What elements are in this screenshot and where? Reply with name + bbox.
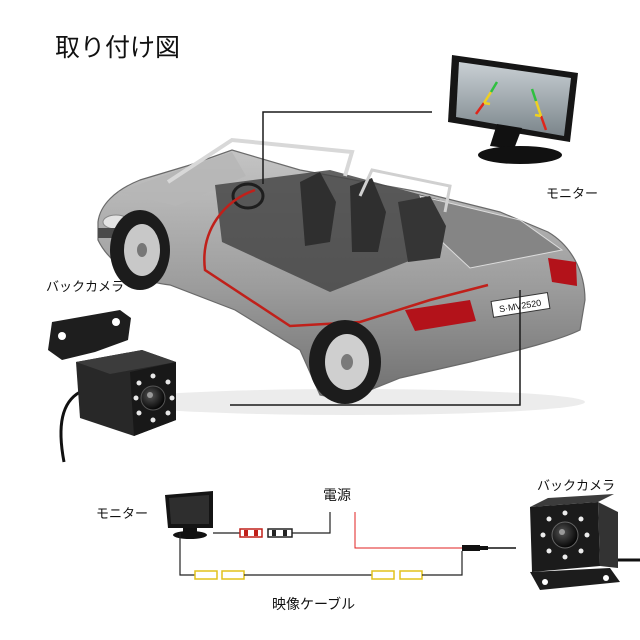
front-wheel bbox=[110, 210, 170, 290]
monitor-icon bbox=[165, 491, 213, 539]
rear-wheel bbox=[309, 320, 381, 404]
wiring-diagram bbox=[165, 491, 640, 590]
led-light bbox=[546, 516, 552, 522]
bracket-hole bbox=[58, 332, 66, 340]
yellow-rca-connector bbox=[194, 570, 218, 580]
yellow-rca-connector bbox=[221, 570, 245, 580]
backup-camera-label: バックカメラ bbox=[46, 279, 125, 294]
camera-led-ring bbox=[540, 510, 590, 560]
camera-top bbox=[76, 350, 176, 374]
backup-camera-icon bbox=[530, 494, 640, 590]
monitor-stand bbox=[490, 124, 522, 149]
camera-top bbox=[530, 494, 614, 507]
small-monitor-stand bbox=[183, 528, 197, 533]
windshield-frame bbox=[166, 137, 355, 184]
small-monitor-screen bbox=[169, 495, 209, 524]
led-light bbox=[150, 373, 156, 379]
camera-bracket bbox=[530, 568, 620, 590]
yellow-rca-connector bbox=[399, 570, 423, 580]
black-power-connector bbox=[267, 528, 293, 538]
led-light bbox=[165, 410, 171, 416]
wiring-camera-label: バックカメラ bbox=[537, 478, 616, 493]
car-seat-front-left bbox=[300, 172, 336, 246]
red-power-connector bbox=[239, 528, 263, 538]
bracket-hole bbox=[542, 579, 548, 585]
yellow-rca-connector bbox=[371, 570, 395, 580]
camera-plug bbox=[462, 545, 516, 551]
wiring-monitor-label: モニター bbox=[96, 506, 149, 521]
backup-camera-icon bbox=[48, 310, 176, 463]
camera-side bbox=[598, 502, 618, 568]
power-connector-icon bbox=[239, 528, 293, 538]
led-light bbox=[133, 395, 139, 401]
led-light bbox=[578, 516, 584, 522]
video-cable-label: 映像ケーブル bbox=[272, 596, 356, 612]
camera-bracket bbox=[48, 310, 131, 360]
lens-highlight bbox=[559, 529, 565, 535]
rca-connector-icon bbox=[194, 570, 245, 580]
monitor-leader-line bbox=[262, 111, 432, 184]
car-hood bbox=[118, 152, 246, 206]
led-light bbox=[546, 548, 552, 554]
led-light bbox=[150, 417, 156, 423]
led-light bbox=[136, 410, 142, 416]
led-light bbox=[578, 548, 584, 554]
led-light bbox=[169, 395, 175, 401]
camera-lens bbox=[140, 385, 166, 411]
led-light bbox=[562, 554, 568, 560]
led-light bbox=[165, 379, 171, 385]
bracket-hole bbox=[603, 575, 609, 581]
led-light bbox=[562, 510, 568, 516]
power-source-label: 電源 bbox=[323, 487, 351, 503]
rca-connector-icon bbox=[371, 570, 423, 580]
power-source-wire bbox=[292, 512, 331, 534]
video-cable bbox=[422, 551, 463, 576]
page-title: 取り付け図 bbox=[55, 34, 181, 62]
car-seat-rear bbox=[398, 196, 446, 262]
car-grille bbox=[98, 228, 120, 238]
tail-light-right bbox=[548, 258, 577, 286]
camera-lens bbox=[551, 521, 579, 549]
led-light bbox=[540, 532, 546, 538]
camera-cable bbox=[59, 390, 81, 463]
camera-leader-line bbox=[230, 290, 521, 406]
car-wiring-cable bbox=[203, 188, 489, 328]
camera-led-ring bbox=[133, 373, 175, 423]
car-seat-front-right bbox=[350, 178, 386, 252]
led-light bbox=[136, 380, 142, 386]
rollbar-frame bbox=[358, 168, 452, 213]
bracket-hole bbox=[112, 318, 120, 326]
monitor-label: モニター bbox=[546, 186, 599, 201]
lens-highlight bbox=[147, 392, 153, 398]
car-cutaway-icon: S·MV2520 bbox=[97, 137, 586, 415]
monitor-base bbox=[478, 146, 562, 164]
parking-guide-lines bbox=[474, 81, 548, 131]
camera-power-wire bbox=[354, 512, 462, 549]
video-cable bbox=[179, 533, 195, 576]
steering-wheel bbox=[231, 182, 265, 210]
tail-light-left bbox=[405, 300, 476, 331]
led-light bbox=[584, 532, 590, 538]
monitor-icon bbox=[448, 55, 578, 164]
small-monitor-base bbox=[173, 531, 207, 539]
